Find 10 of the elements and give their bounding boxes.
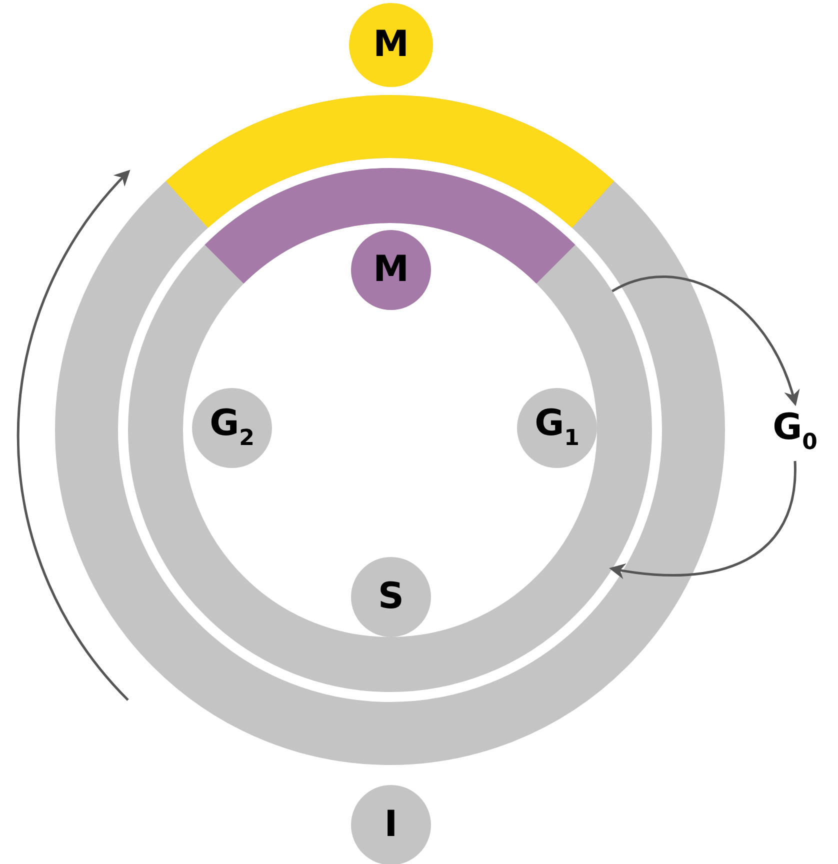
arrow <box>612 276 799 406</box>
phase-circle: I <box>351 785 431 864</box>
phase-circle: G$_{2}$ <box>192 388 272 468</box>
phase-label: G$_{0}$ <box>765 407 825 457</box>
phase-circle: M <box>349 3 433 87</box>
inner-ring <box>128 168 652 692</box>
phase-circle: M <box>351 230 431 310</box>
arrow <box>609 460 796 579</box>
phase-circle: S <box>351 557 431 637</box>
phase-circle: G$_{1}$ <box>517 388 597 468</box>
